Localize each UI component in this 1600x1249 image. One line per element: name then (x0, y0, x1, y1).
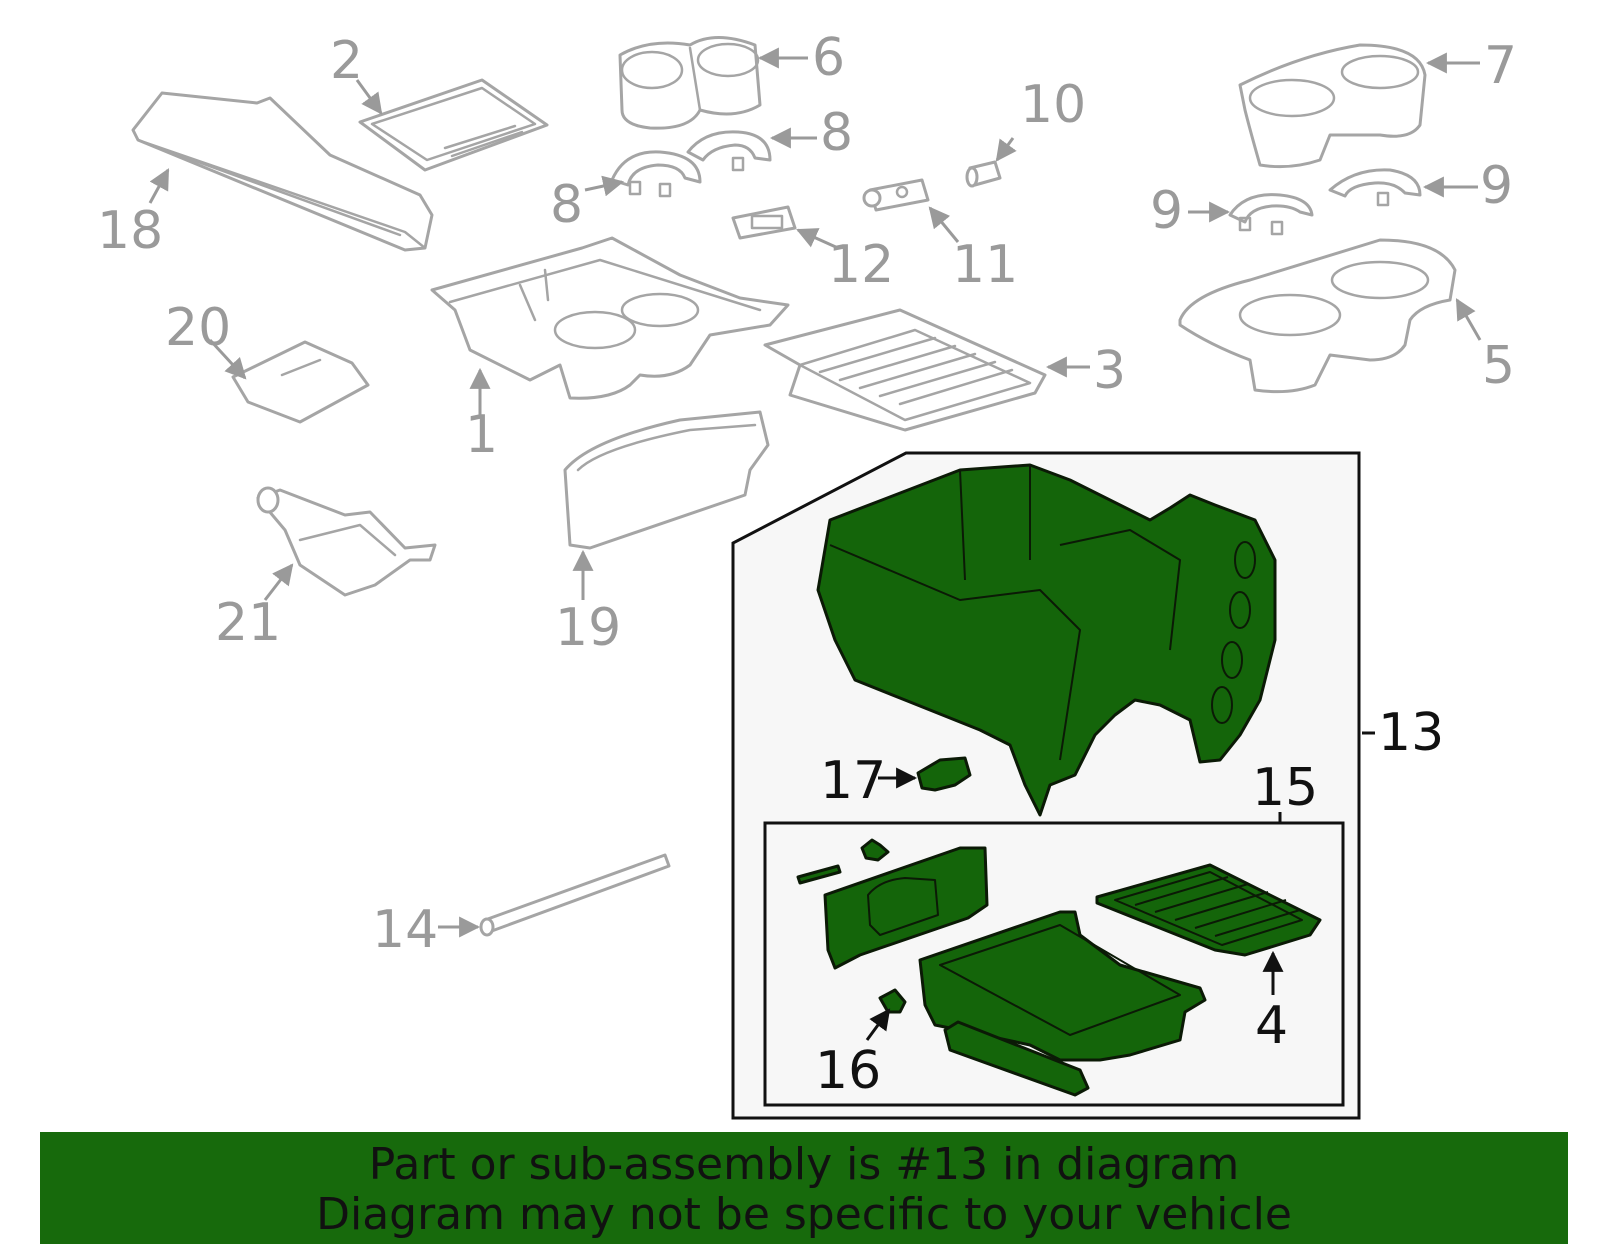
callout-18: 18 (97, 201, 163, 261)
callout-9-left: 9 (1150, 181, 1183, 241)
callout-6: 6 (812, 28, 845, 88)
part-2-tray-mat[interactable] (358, 78, 549, 172)
part-17-clip[interactable] (916, 756, 972, 792)
part-15-latch-panel[interactable] (823, 846, 989, 970)
part-8-ring-left[interactable] (610, 150, 702, 198)
part-1-console-base[interactable] (430, 236, 790, 400)
part-7-cup-holder[interactable] (1238, 43, 1427, 169)
callout-11: 11 (952, 235, 1018, 295)
callout-10: 10 (1020, 75, 1086, 135)
callout-8-right: 8 (820, 103, 853, 163)
part-14-rod[interactable] (479, 853, 671, 937)
part-15-spring[interactable] (860, 838, 890, 862)
callout-13: 13 (1378, 703, 1444, 763)
part-19-side-panel[interactable] (563, 410, 770, 550)
part-15-pin[interactable] (796, 864, 842, 885)
part-18-trim-panel[interactable] (131, 91, 434, 252)
part-13-console-housing[interactable] (816, 463, 1277, 817)
part-5-cup-holder-bezel[interactable] (1178, 238, 1457, 394)
callout-5: 5 (1482, 336, 1515, 396)
banner-line-1: Part or sub-assembly is #13 in diagram (368, 1139, 1240, 1190)
callout-2: 2 (330, 31, 363, 91)
part-15-lower-bracket[interactable] (943, 1020, 1090, 1097)
callout-7: 7 (1484, 36, 1517, 96)
notice-banner: Part or sub-assembly is #13 in diagram D… (40, 1132, 1568, 1244)
callout-15: 15 (1252, 758, 1318, 818)
part-11-connector[interactable] (862, 178, 930, 212)
part-4-tray[interactable] (1095, 863, 1322, 957)
callout-21: 21 (215, 593, 281, 653)
part-20-module[interactable] (231, 340, 370, 424)
callout-20: 20 (165, 298, 231, 358)
callout-1: 1 (465, 405, 498, 465)
callout-16: 16 (815, 1041, 881, 1101)
callout-17: 17 (820, 751, 886, 811)
part-9-ring-right[interactable] (1328, 168, 1422, 207)
callout-19: 19 (555, 598, 621, 658)
banner-line-2: Diagram may not be specific to your vehi… (316, 1189, 1292, 1240)
part-21-bracket[interactable] (256, 486, 437, 597)
callout-12: 12 (828, 235, 894, 295)
callout-9-right: 9 (1480, 156, 1513, 216)
part-9-ring-left[interactable] (1228, 193, 1314, 236)
callout-4: 4 (1255, 996, 1288, 1056)
callout-14: 14 (372, 900, 438, 960)
part-10-plug[interactable] (965, 160, 1002, 188)
callout-3: 3 (1093, 341, 1126, 401)
part-6-cup-holder-insert[interactable] (618, 36, 762, 130)
part-8-ring-right[interactable] (686, 130, 772, 172)
part-12-switch[interactable] (731, 205, 797, 240)
callout-8-left: 8 (550, 175, 583, 235)
part-3-mat[interactable] (763, 308, 1047, 432)
